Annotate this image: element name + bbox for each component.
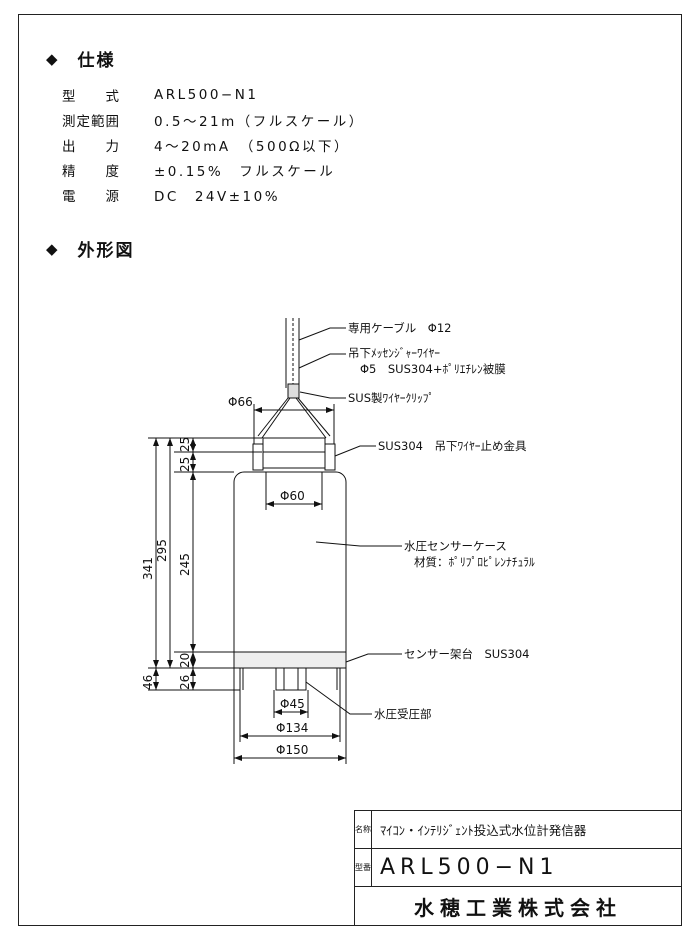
callout-cable: 専用ケーブル Φ12 <box>348 321 452 335</box>
callout-messenger-1: 吊下ﾒｯｾﾝｼﾞｬｰﾜｲﾔｰ <box>348 346 440 360</box>
sensor-base-shape <box>233 651 347 669</box>
spec-value: ARL500−N1 <box>154 86 259 103</box>
dim-phi60: Φ60 <box>280 489 305 503</box>
title-block-name-row: 名称 ﾏｲｺﾝ・ｲﾝﾃﾘｼﾞｪﾝﾄ投込式水位計発信器 <box>355 811 681 849</box>
title-block-company: 水穂工業株式会社 <box>414 895 622 920</box>
dim-245: 245 <box>178 553 192 576</box>
spec-value: ±0.15% フルスケール <box>154 163 336 180</box>
spec-value: 4〜20mA （500Ω以下） <box>154 138 350 155</box>
dim-phi150: Φ150 <box>276 743 308 757</box>
spec-row-range: 測定範囲 0.5〜21m（フルスケール） <box>62 107 365 132</box>
dim-341: 341 <box>141 557 155 580</box>
title-block-model-row: 型番 ARL500−N1 <box>355 849 681 887</box>
bracket-right-shape <box>324 443 336 471</box>
sensor-cap-shape <box>262 437 326 469</box>
outline-drawing: Φ66 Φ60 Φ45 Φ134 Φ150 341 295 245 25 25 … <box>141 318 535 764</box>
pressure-port-shape <box>275 667 307 691</box>
spec-table: 型 式 ARL500−N1 測定範囲 0.5〜21m（フルスケール） 出 力 4… <box>62 82 365 207</box>
dim-20: 20 <box>178 653 192 668</box>
outline-section-title: ◆ 外形図 <box>46 236 135 262</box>
title-block-model-key: 型番 <box>355 849 372 886</box>
spec-label: 精 度 <box>62 163 120 180</box>
dim-25-top: 25 <box>178 437 192 452</box>
spec-section-title: ◆ 仕様 <box>46 46 116 72</box>
diamond-bullet-icon: ◆ <box>46 49 60 68</box>
callout-case: 水圧センサーケース <box>404 539 507 553</box>
title-block: 名称 ﾏｲｺﾝ・ｲﾝﾃﾘｼﾞｪﾝﾄ投込式水位計発信器 型番 ARL500−N1 … <box>354 810 682 926</box>
spec-value: 0.5〜21m（フルスケール） <box>154 113 365 130</box>
dim-phi134: Φ134 <box>276 721 308 735</box>
bracket-left-shape <box>252 443 264 471</box>
outline-title: 外形図 <box>77 241 135 261</box>
dim-phi66: Φ66 <box>228 395 253 409</box>
spec-row-power: 電 源 DC 24V±10% <box>62 182 365 207</box>
spec-title: 仕様 <box>77 51 116 71</box>
callout-bracket: SUS304 吊下ﾜｲﾔｰ止め金具 <box>378 439 527 453</box>
callout-clip: SUS製ﾜｲﾔｰｸﾘｯﾌﾟ <box>348 391 434 405</box>
page-border <box>18 14 682 926</box>
callout-material: 材質：ﾎﾟﾘﾌﾟﾛﾋﾟﾚﾝﾅﾁｭﾗﾙ <box>414 555 535 569</box>
title-block-name-key: 名称 <box>355 811 372 848</box>
callout-pressure: 水圧受圧部 <box>374 707 432 721</box>
spec-row-output: 出 力 4〜20mA （500Ω以下） <box>62 132 365 157</box>
diamond-bullet-icon: ◆ <box>46 239 60 258</box>
wire-clip-shape <box>287 383 300 399</box>
dim-295: 295 <box>155 539 169 562</box>
spec-label: 測定範囲 <box>62 113 120 130</box>
spec-value: DC 24V±10% <box>154 188 281 205</box>
title-block-name-value: ﾏｲｺﾝ・ｲﾝﾃﾘｼﾞｪﾝﾄ投込式水位計発信器 <box>380 823 587 838</box>
dim-phi45: Φ45 <box>280 697 305 711</box>
title-block-model-value: ARL500−N1 <box>380 855 559 880</box>
dim-26: 26 <box>178 675 192 690</box>
dim-46: 46 <box>141 675 155 690</box>
dim-25-bottom: 25 <box>178 457 192 472</box>
callout-messenger-2: Φ5 SUS304+ﾎﾟﾘｴﾁﾚﾝ被膜 <box>360 362 506 376</box>
spec-label: 出 力 <box>62 138 120 155</box>
callout-base: センサー架台 SUS304 <box>404 647 529 661</box>
spec-row-model: 型 式 ARL500−N1 <box>62 82 365 107</box>
cable-shape <box>285 318 300 390</box>
spec-label: 電 源 <box>62 188 120 205</box>
spec-row-accuracy: 精 度 ±0.15% フルスケール <box>62 157 365 182</box>
hanging-wire-shape <box>257 397 331 439</box>
spec-label: 型 式 <box>62 88 120 105</box>
